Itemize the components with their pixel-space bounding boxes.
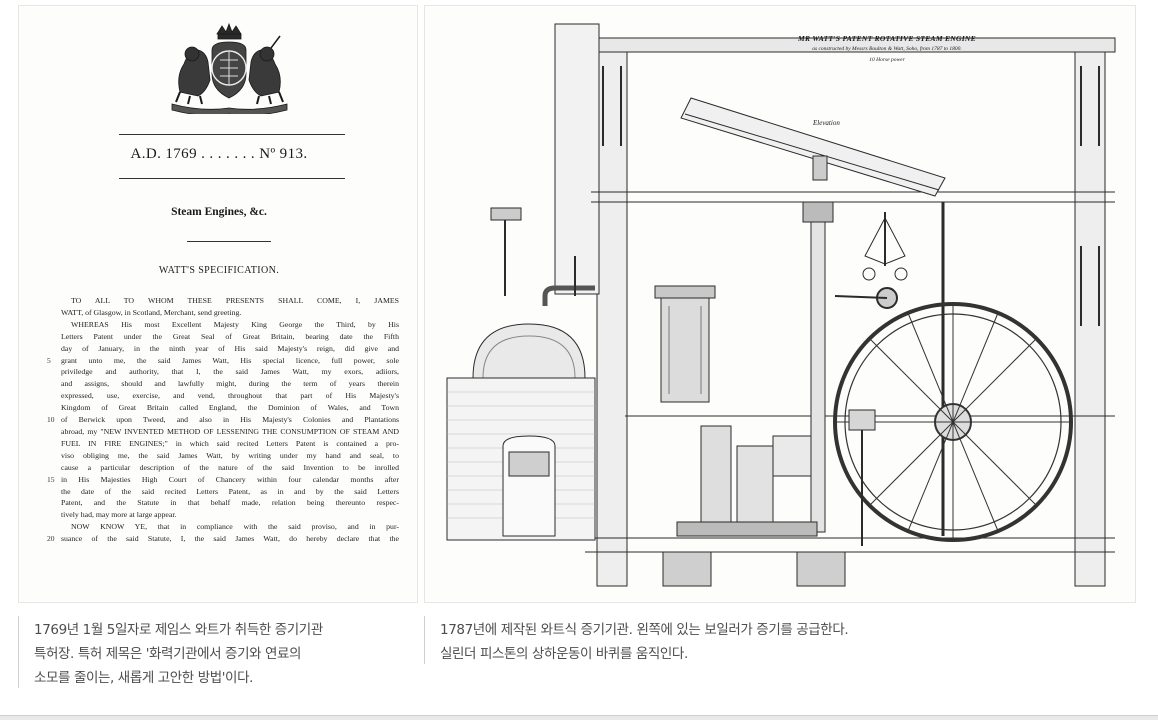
- patent-text-line-content: WATT, of Glasgow, in Scotland, Merchant,…: [61, 307, 242, 317]
- patent-text-line-content: of Berwick upon Tweed, and also in His M…: [61, 415, 399, 425]
- patent-text-line-content: day of January, in the ninth year of His…: [61, 343, 399, 353]
- patent-text-line: suance of the said Statute, I, the said …: [47, 533, 399, 545]
- patent-text-line: expressed, use, exercise, and vend, thro…: [61, 390, 399, 402]
- patent-text-line: priviledge and authority, that I, the sa…: [61, 366, 399, 378]
- patent-text-line: viso obliging me, the said James Watt, b…: [61, 450, 399, 462]
- patent-number: A.D. 1769 . . . . . . . Nº 913.: [130, 146, 308, 162]
- bottom-divider: [0, 715, 1158, 720]
- patent-text-line-content: Kingdom of Great Britain called England,…: [61, 403, 399, 413]
- patent-text-line: TO ALL TO WHOM THESE PRESENTS SHALL COME…: [61, 295, 399, 307]
- patent-text-line: in His Majesties High Court of Chancery …: [47, 474, 399, 486]
- patent-text-line: tively had, may more at large appear.: [61, 509, 399, 521]
- engine-drawing-title: MR WATT'S PATENT ROTATIVE STEAM ENGINE: [798, 34, 976, 43]
- patent-text-line: NOW KNOW YE, that in compliance with the…: [61, 521, 399, 533]
- patent-line-number: 5: [47, 355, 51, 365]
- patent-text-line: grant unto me, the said James Watt, His …: [47, 355, 399, 367]
- patent-document-image: A.D. 1769 . . . . . . . Nº 913. Steam En…: [18, 5, 418, 603]
- patent-line-number: 10: [47, 415, 55, 425]
- patent-text-line-content: suance of the said Statute, I, the said …: [61, 534, 399, 544]
- caption-right-bar: [424, 616, 425, 664]
- caption-left-bar: [18, 616, 19, 688]
- patent-text-line: WATT, of Glasgow, in Scotland, Merchant,…: [61, 307, 399, 319]
- patent-text-line: and assigns, should and lawfully might, …: [61, 378, 399, 390]
- patent-heading: WATT'S SPECIFICATION.: [158, 265, 280, 276]
- patent-text-line: FUEL IN FIRE ENGINES;" in which said rec…: [61, 438, 399, 450]
- patent-text-line: Letters Patent under the Great Seal of G…: [61, 331, 399, 343]
- patent-text-line-content: FUEL IN FIRE ENGINES;" in which said rec…: [61, 438, 399, 448]
- patent-text-line-content: expressed, use, exercise, and vend, thro…: [61, 391, 399, 401]
- patent-text-line: abroad, my "NEW INVENTED METHOD OF LESSE…: [61, 426, 399, 438]
- caption-right: 1787년에 제작된 와트식 증기기관. 왼쪽에 있는 보일러가 증기를 공급한…: [440, 618, 849, 666]
- divider-top: [119, 134, 345, 135]
- engine-drawing-power: 10 Horse power: [869, 57, 905, 63]
- patent-text-line: day of January, in the ninth year of His…: [61, 343, 399, 355]
- caption-left-line: 소모를 줄이는, 새롭게 고안한 방법'이다.: [34, 670, 253, 686]
- royal-coat-of-arms-icon: [171, 22, 288, 114]
- engine-drawing-label: Elevation: [813, 119, 840, 127]
- patent-text-line: WHEREAS His most Excellent Majesty King …: [61, 319, 399, 331]
- patent-subject: Steam Engines, &c.: [171, 206, 267, 218]
- patent-text-line-content: NOW KNOW YE, that in compliance with the…: [71, 522, 399, 532]
- patent-text-line: Patent, and the Statute in that behalf m…: [61, 497, 399, 509]
- steam-engine-illustration: [446, 23, 1116, 587]
- patent-text-line-content: abroad, my "NEW INVENTED METHOD OF LESSE…: [61, 426, 399, 436]
- patent-text-line: Kingdom of Great Britain called England,…: [61, 402, 399, 414]
- caption-right-line: 실린더 피스톤의 상하운동이 바퀴를 움직인다.: [440, 646, 688, 662]
- patent-text-line-content: grant unto me, the said James Watt, His …: [61, 355, 399, 365]
- patent-body-text: TO ALL TO WHOM THESE PRESENTS SHALL COME…: [47, 295, 399, 545]
- patent-text-line-content: viso obliging me, the said James Watt, b…: [61, 450, 399, 460]
- patent-text-line-content: and assigns, should and lawfully might, …: [61, 379, 399, 389]
- divider-short: [187, 241, 271, 242]
- patent-text-line-content: tively had, may more at large appear.: [61, 510, 177, 520]
- engine-drawing-subtitle: as constructed by Messrs Boulton & Watt,…: [812, 46, 962, 52]
- patent-text-line: cause a particular description of the na…: [61, 462, 399, 474]
- patent-text-line: of Berwick upon Tweed, and also in His M…: [47, 414, 399, 426]
- patent-text-line-content: in His Majesties High Court of Chancery …: [61, 474, 399, 484]
- patent-text-line-content: priviledge and authority, that I, the sa…: [61, 367, 399, 377]
- patent-line-number: 15: [47, 474, 55, 484]
- steam-engine-drawing-image: MR WATT'S PATENT ROTATIVE STEAM ENGINE a…: [424, 5, 1136, 603]
- caption-left-line: 특허장. 특허 제목은 '화력기관에서 증기와 연료의: [34, 646, 302, 662]
- patent-text-line-content: cause a particular description of the na…: [61, 462, 399, 472]
- patent-text-line-content: TO ALL TO WHOM THESE PRESENTS SHALL COME…: [71, 296, 399, 305]
- caption-left: 1769년 1월 5일자로 제임스 와트가 취득한 증기기관 특허장. 특허 제…: [34, 618, 323, 690]
- patent-text-line-content: WHEREAS His most Excellent Majesty King …: [71, 319, 399, 329]
- divider-middle: [119, 178, 345, 179]
- patent-line-number: 20: [47, 534, 55, 544]
- patent-text-line-content: the date of the said recited Letters Pat…: [61, 486, 399, 496]
- patent-text-line-content: Letters Patent under the Great Seal of G…: [61, 331, 399, 341]
- patent-text-line-content: Patent, and the Statute in that behalf m…: [61, 498, 399, 508]
- patent-text-line: the date of the said recited Letters Pat…: [61, 486, 399, 498]
- caption-right-line: 1787년에 제작된 와트식 증기기관. 왼쪽에 있는 보일러가 증기를 공급한…: [440, 622, 849, 638]
- caption-left-line: 1769년 1월 5일자로 제임스 와트가 취득한 증기기관: [34, 622, 323, 638]
